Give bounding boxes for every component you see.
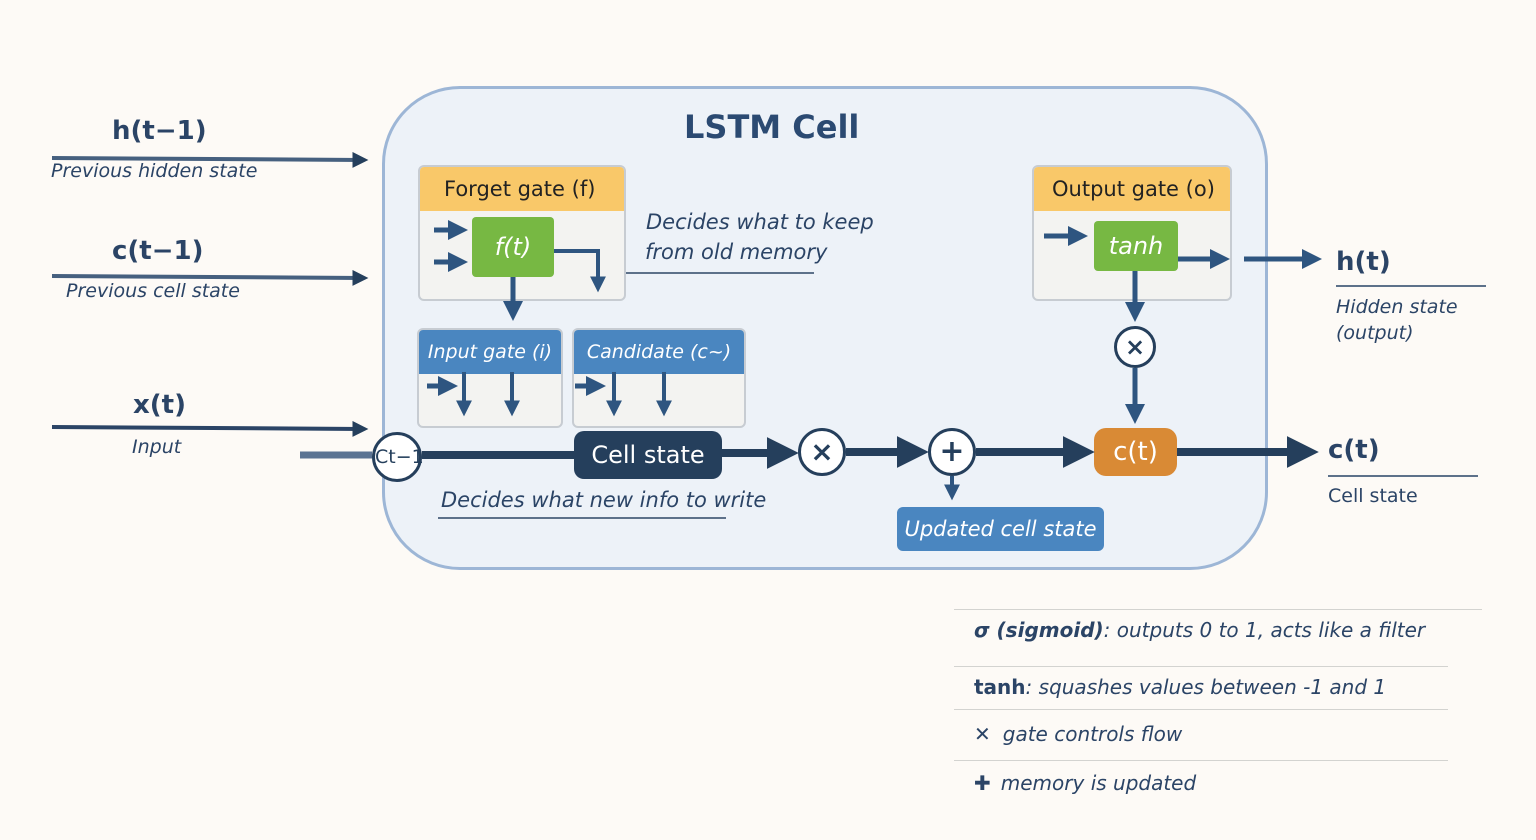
h-output-underline [1336, 285, 1486, 287]
input-gate-header: Input gate (i) [419, 330, 561, 374]
c-prev-node: Ct−1 [372, 432, 424, 482]
legend-item-tanh: tanh: squashes values between -1 and 1 [954, 666, 1448, 714]
c-prev-symbol: c(t−1) [112, 236, 204, 266]
tanh-symbol: tanh [974, 675, 1026, 699]
legend-item-sigmoid: σ (sigmoid): outputs 0 to 1, acts like a… [954, 618, 1448, 666]
add-legend-icon: ✚ [974, 771, 991, 795]
output-gate-header: Output gate (o) [1034, 167, 1230, 211]
tanh-description: : squashes values between -1 and 1 [1025, 675, 1387, 699]
candidate-gate: Candidate (c~) [572, 328, 746, 428]
sigmoid-symbol: σ (sigmoid) [974, 618, 1104, 642]
tanh-activation: tanh [1094, 221, 1178, 271]
candidate-header: Candidate (c~) [574, 330, 744, 374]
x-input-label: Input [132, 436, 182, 458]
sigmoid-description: : outputs 0 to 1, acts like a filter [1103, 618, 1426, 642]
h-output-label-line2: (output) [1336, 322, 1414, 344]
x-input-symbol: x(t) [133, 390, 186, 420]
c-prev-label: Previous cell state [66, 280, 240, 302]
updated-cell-state-node: Updated cell state [897, 507, 1104, 551]
add-icon: + [928, 428, 976, 476]
forget-gate: Forget gate (f) [418, 165, 626, 301]
cell-state-node: Cell state [574, 431, 722, 479]
add-description: memory is updated [1000, 771, 1197, 795]
c-output-symbol: c(t) [1328, 435, 1380, 465]
output-multiply-icon: × [1114, 326, 1156, 368]
c-output-underline [1328, 475, 1478, 477]
legend-item-add: ✚ memory is updated [954, 760, 1448, 808]
h-prev-label: Previous hidden state [51, 160, 258, 182]
forget-note-line1: Decides what to keep [646, 210, 874, 234]
forget-note-line2: from old memory [645, 240, 828, 264]
legend-top-rule [954, 609, 1482, 610]
c-prev-arrow [51, 269, 369, 286]
c-output-label: Cell state [1328, 485, 1418, 507]
forget-note-underline [626, 272, 814, 274]
multiply-legend-icon: ✕ [974, 722, 991, 746]
forget-activation: f(t) [472, 217, 554, 277]
h-output-label-line1: Hidden state [1336, 296, 1458, 318]
multiply-description: gate controls flow [1002, 722, 1183, 746]
forget-gate-header: Forget gate (f) [420, 167, 624, 211]
diagram-title: LSTM Cell [684, 108, 860, 146]
c-t-node: c(t) [1094, 428, 1177, 476]
h-output-symbol: h(t) [1336, 247, 1391, 277]
input-note: Decides what new info to write [441, 488, 767, 512]
legend-item-multiply: ✕ gate controls flow [954, 709, 1448, 757]
h-prev-symbol: h(t−1) [112, 116, 207, 146]
x-input-arrow [51, 420, 369, 437]
multiply-icon: × [798, 428, 846, 476]
input-note-underline [438, 517, 726, 519]
input-gate: Input gate (i) [417, 328, 563, 428]
